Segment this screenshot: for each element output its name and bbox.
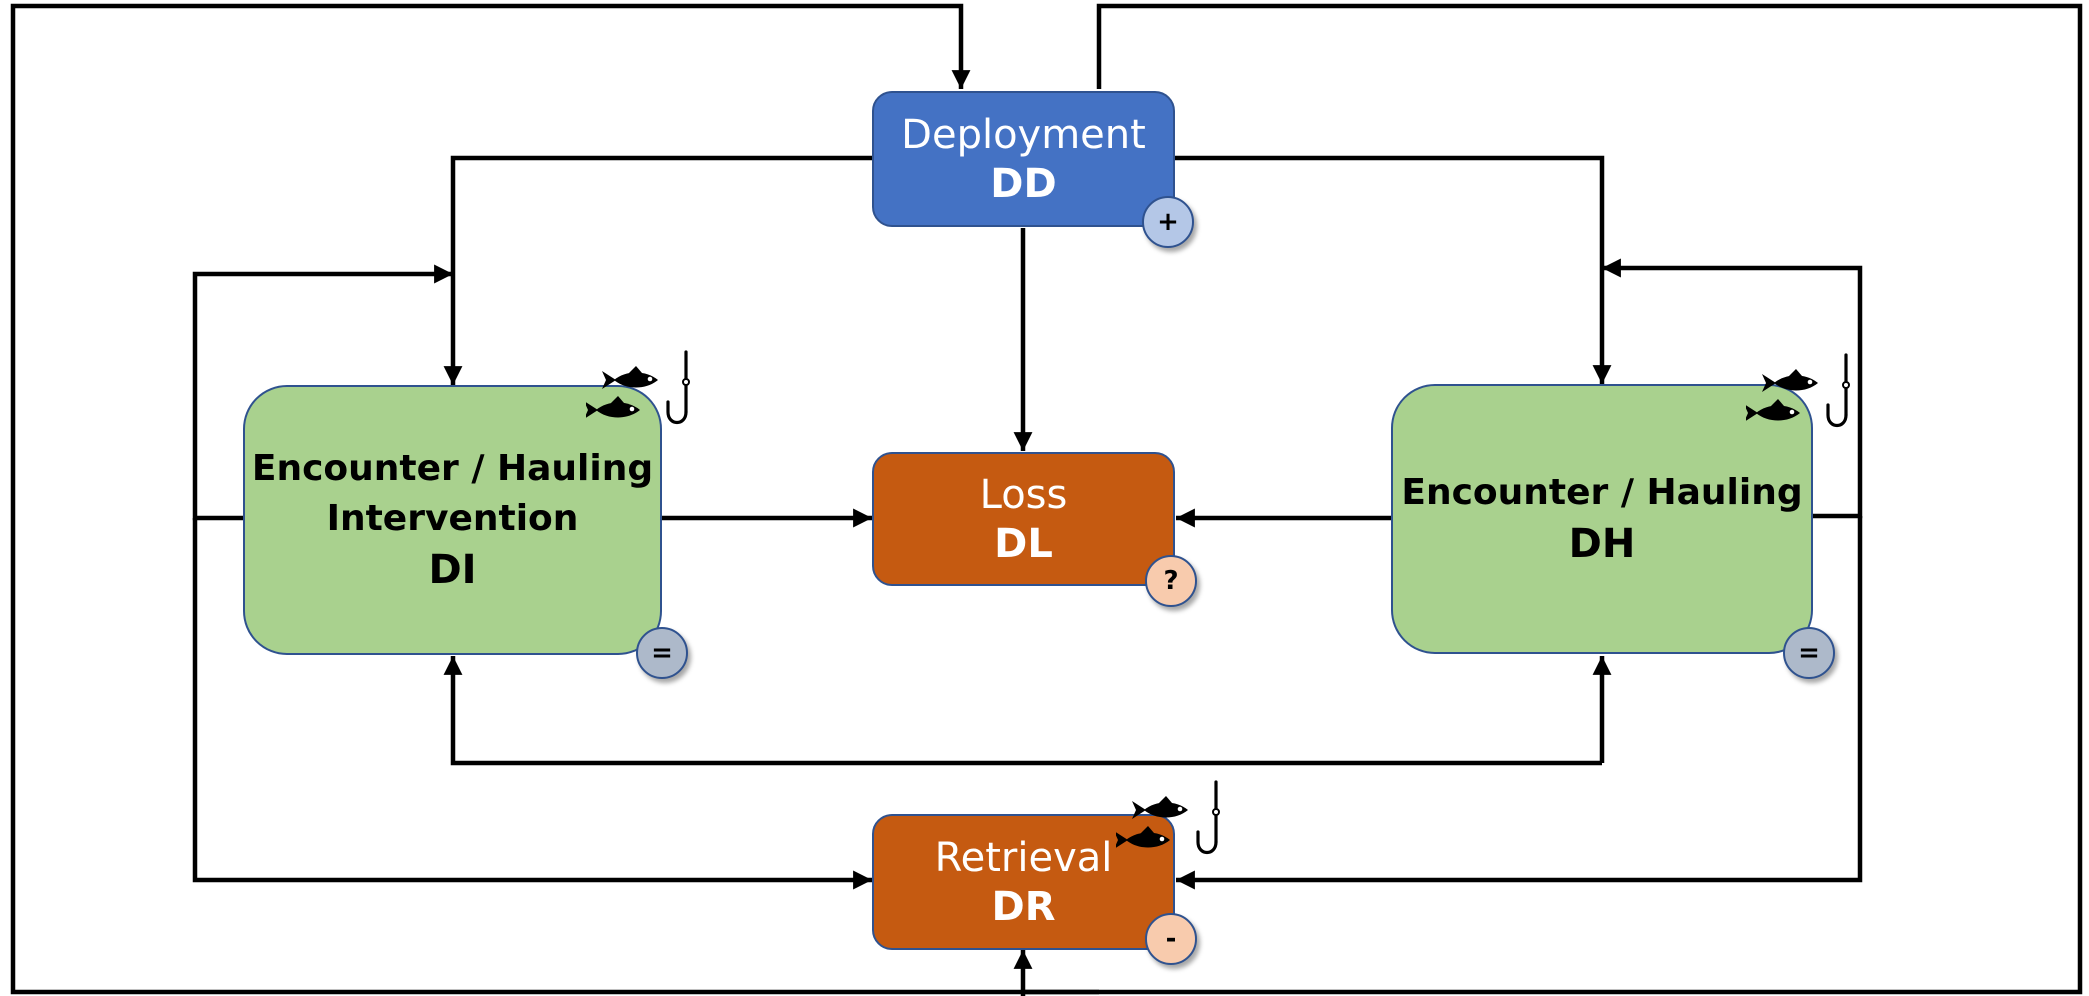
dh-right-loop-arrow <box>1602 258 1863 519</box>
encounter-hauling-equal-badge: = <box>1783 627 1835 679</box>
encounter-hauling-node: Encounter / Hauling DH <box>1391 384 1813 654</box>
loss-unknown-badge: ? <box>1145 555 1197 607</box>
bottom-link-to-di-arrow <box>443 656 1602 766</box>
encounter-intervention-label-line2: Intervention <box>326 498 579 539</box>
loss-code: DL <box>994 521 1053 567</box>
deployment-code: DD <box>990 161 1057 207</box>
fish-and-hook-icon <box>586 350 690 425</box>
encounter-intervention-label-line1: Encounter / Hauling <box>251 448 654 490</box>
fish-and-hook-icon <box>1746 353 1850 428</box>
di-to-retrieval-arrow <box>192 518 872 890</box>
encounter-intervention-equal-badge: = <box>636 627 688 679</box>
fish-and-hook-icon <box>1116 780 1220 855</box>
deployment-node: Deployment DD <box>872 91 1175 227</box>
deployment-to-di-arrow <box>443 155 872 385</box>
retrieval-decrease-badge: - <box>1145 913 1197 965</box>
retrieval-node: Retrieval DR <box>872 814 1175 950</box>
retrieval-code: DR <box>991 884 1056 930</box>
encounter-intervention-code: DI <box>428 546 477 593</box>
encounter-hauling-label: Encounter / Hauling <box>1401 472 1803 514</box>
encounter-hauling-code: DH <box>1568 520 1636 567</box>
loss-label: Loss <box>979 472 1068 518</box>
frame-right-loop <box>1022 3 2083 995</box>
deployment-to-dh-arrow <box>1175 155 1612 384</box>
deployment-increase-badge: + <box>1142 196 1194 248</box>
encounter-intervention-node: Encounter / Hauling Intervention DI <box>243 385 662 655</box>
loss-node: Loss DL <box>872 452 1175 586</box>
deployment-label: Deployment <box>901 112 1146 158</box>
retrieval-label: Retrieval <box>934 835 1113 881</box>
di-left-loop-arrow <box>192 264 453 521</box>
frame-left-loop-arrow <box>10 3 1099 995</box>
dh-to-retrieval-arrow <box>1176 516 1863 890</box>
